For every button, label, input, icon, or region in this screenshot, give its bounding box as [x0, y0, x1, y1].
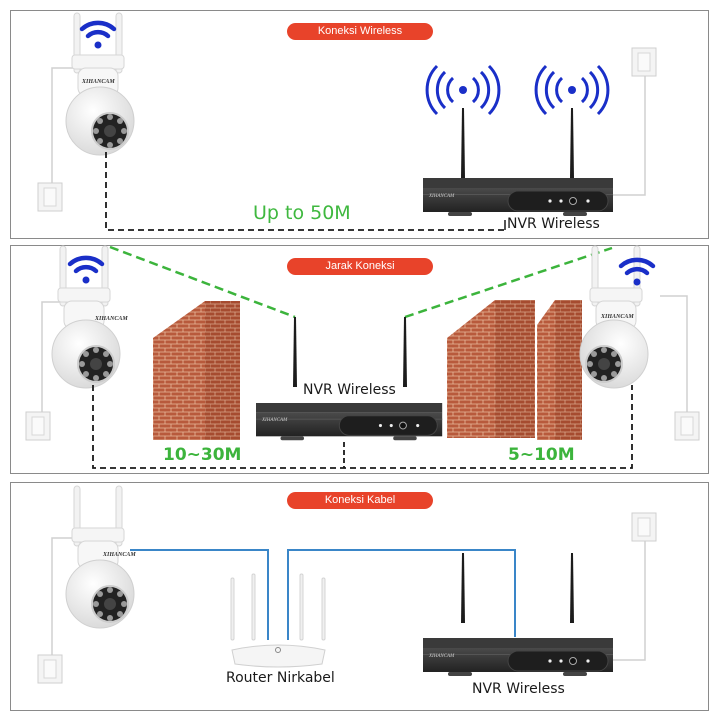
- nvr-label: NVR Wireless: [507, 216, 600, 232]
- panel3-power-line-left: [51, 537, 75, 658]
- nvr-antenna-right: [570, 553, 574, 623]
- distance-label-left: 10~30M: [163, 445, 242, 465]
- brick-wall-icon: [537, 300, 582, 440]
- nvr-antenna-left: [461, 553, 465, 623]
- nvr-brand: XIHANCAM: [261, 418, 288, 423]
- camera-brand: XIHANCAM: [102, 552, 136, 558]
- router-device: [230, 573, 326, 668]
- nvr-brand: XIHANCAM: [428, 194, 455, 199]
- signal-waves-icon: [425, 64, 501, 116]
- brick-wall-icon: [153, 301, 240, 440]
- power-outlet-icon: [674, 411, 700, 441]
- power-outlet-icon: [631, 47, 657, 77]
- wireless-link-line: [105, 152, 505, 231]
- section-title-range: Jarak Koneksi: [287, 258, 433, 275]
- nvr-antenna-left: [293, 317, 297, 387]
- brick-wall-icon: [447, 300, 535, 438]
- router-label: Router Nirkabel: [226, 670, 335, 686]
- nvr-antenna-left: [461, 108, 465, 178]
- section-title-cable: Koneksi Kabel: [287, 492, 433, 509]
- panel2-power-line-right: [660, 295, 688, 412]
- wireless-link-right: [404, 246, 613, 319]
- wifi-icon: [82, 23, 114, 49]
- cable-router-nvr: [287, 549, 516, 640]
- camera-brand: XIHANCAM: [81, 79, 115, 85]
- camera-brand: XIHANCAM: [94, 316, 128, 322]
- power-outlet-icon: [37, 182, 63, 212]
- nvr-brand: XIHANCAM: [428, 654, 455, 659]
- section-title-wireless: Koneksi Wireless: [287, 23, 433, 40]
- wireless-link-left: [109, 245, 296, 319]
- power-outlet-icon: [631, 512, 657, 542]
- power-outlet-icon: [37, 654, 63, 684]
- range-line: [92, 385, 633, 469]
- panel1-power-line-right: [613, 68, 646, 196]
- wifi-icon: [70, 258, 102, 284]
- nvr-antenna-right: [403, 317, 407, 387]
- camera-brand: XIHANCAM: [600, 314, 634, 320]
- distance-label: Up to 50M: [253, 202, 351, 224]
- power-outlet-icon: [25, 411, 51, 441]
- panel1-power-line-left: [51, 67, 75, 184]
- distance-label-right: 5~10M: [508, 445, 575, 465]
- signal-waves-icon: [534, 64, 610, 116]
- panel3-power-line-right: [613, 540, 646, 661]
- nvr-label: NVR Wireless: [303, 382, 396, 398]
- nvr-label: NVR Wireless: [472, 681, 565, 697]
- cable-camera-router: [130, 549, 269, 640]
- nvr-antenna-right: [570, 108, 574, 178]
